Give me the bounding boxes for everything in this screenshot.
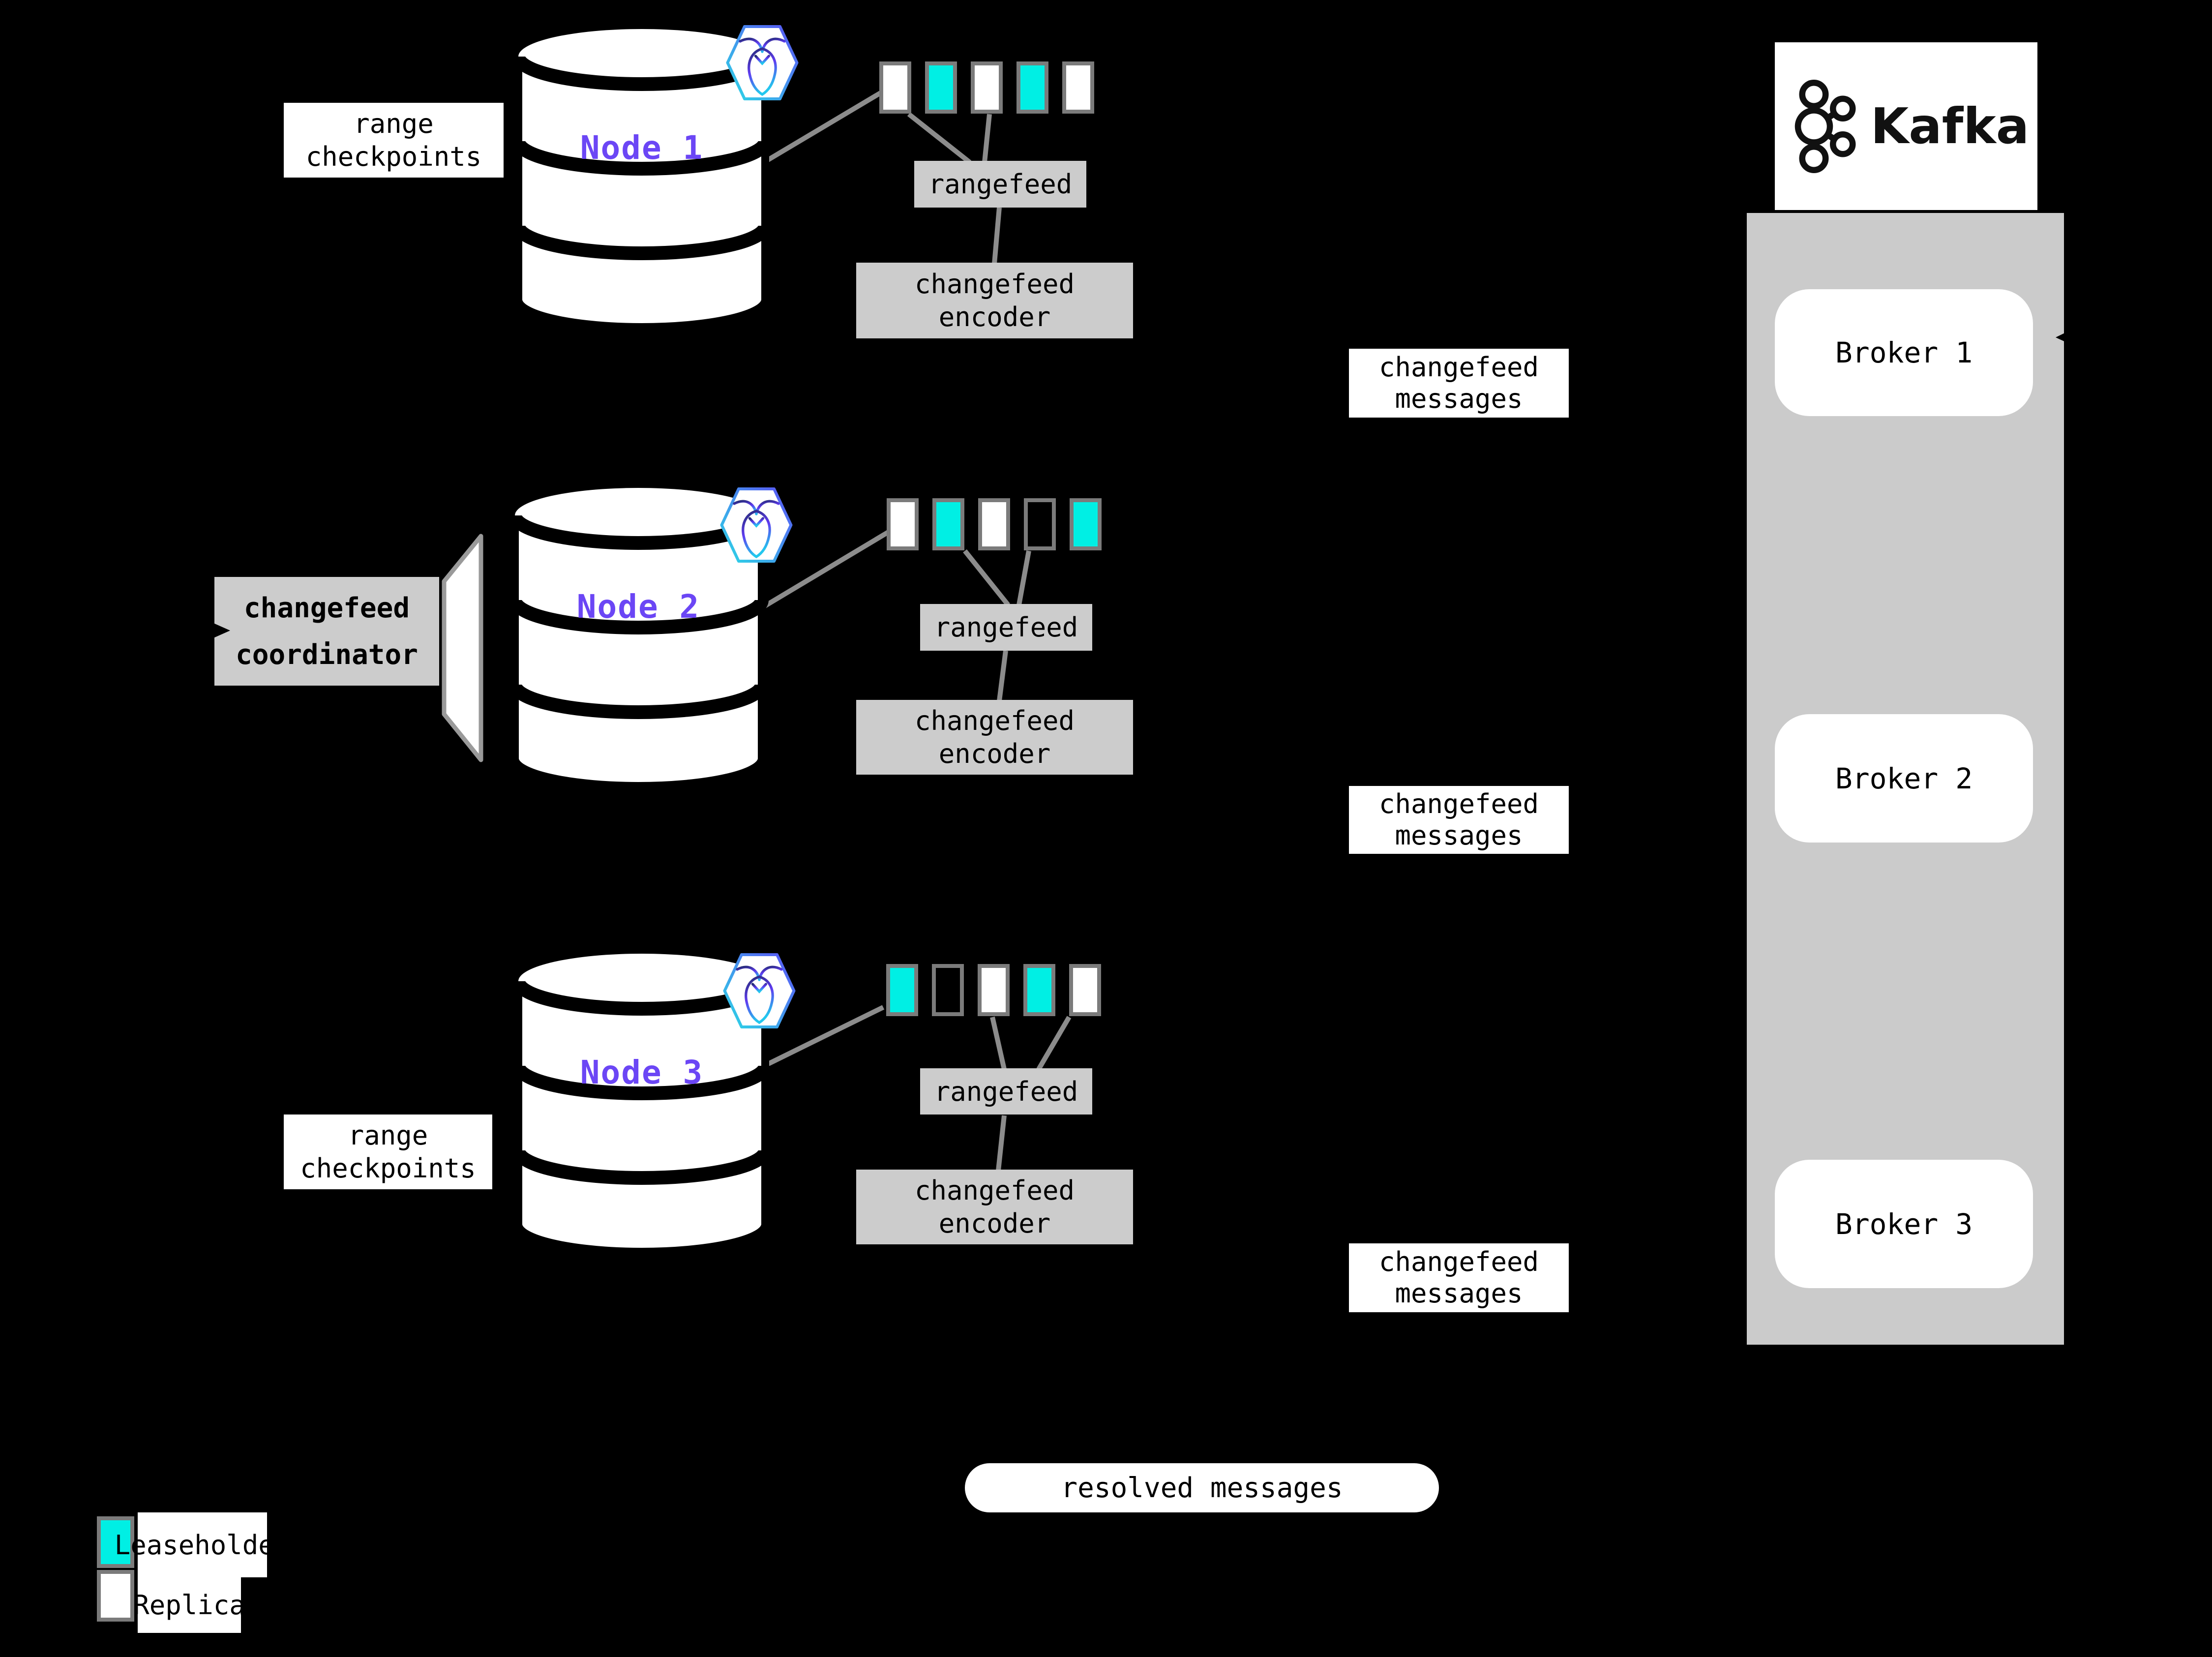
legend-replica-swatch — [97, 1570, 134, 1622]
changefeed-coordinator-box: changefeed coordinator — [214, 577, 439, 686]
legend-replica-label: Replica — [133, 1577, 245, 1633]
rangefeed-box-3: rangefeed — [920, 1068, 1092, 1115]
messages-line2: messages — [1395, 383, 1523, 414]
range-leaseholder — [1070, 498, 1102, 550]
node-3-label: Node 3 — [580, 1054, 704, 1091]
node-1-ranges — [879, 61, 1094, 114]
broker-2: Broker 2 — [1775, 714, 2033, 843]
resolved-messages-pill: resolved messages — [965, 1463, 1439, 1512]
kafka-brokers-container: Broker 1 Broker 2 Broker 3 — [1747, 213, 2064, 1345]
messages-line2: messages — [1395, 1278, 1523, 1309]
range-leaseholder — [886, 964, 918, 1016]
changefeed-encoder-box-2: changefeed encoder — [856, 700, 1133, 775]
messages-line1: changefeed — [1378, 1246, 1539, 1277]
range-leaseholder — [1016, 61, 1048, 114]
encoder-line1: changefeed — [914, 705, 1075, 736]
kafka-wordmark: Kafka — [1870, 97, 2030, 155]
rangefeed-box-2: rangefeed — [920, 604, 1092, 651]
changefeed-messages-box-3: changefeed messages — [1349, 1243, 1569, 1312]
cockroachdb-logo-icon — [726, 25, 799, 100]
broker-3-label: Broker 3 — [1835, 1207, 1973, 1241]
changefeed-encoder-box-3: changefeed encoder — [856, 1170, 1133, 1244]
range-leaseholder — [932, 498, 964, 550]
range-replica — [879, 61, 911, 114]
range-replica — [971, 61, 1003, 114]
node-2-label: Node 2 — [576, 588, 700, 626]
messages-line2: messages — [1395, 820, 1523, 851]
broker-1: Broker 1 — [1775, 289, 2033, 416]
broker-3: Broker 3 — [1775, 1160, 2033, 1288]
node-1-label: Node 1 — [580, 129, 704, 167]
coordinator-flag-panel — [442, 534, 483, 762]
changefeed-encoder-box-1: changefeed encoder — [856, 263, 1133, 338]
database-cylinder-icon — [508, 488, 769, 790]
range-checkpoints-line1: range — [348, 1120, 428, 1151]
range-replica — [887, 498, 919, 550]
kafka-logo: Kafka — [1775, 42, 2037, 210]
messages-line1: changefeed — [1378, 352, 1539, 383]
coordinator-line2: coordinator — [236, 638, 418, 671]
node-2-cylinder: Node 2 — [508, 487, 769, 792]
coordinator-line1: changefeed — [243, 592, 410, 624]
range-replica — [978, 964, 1010, 1016]
range-replica — [978, 498, 1010, 550]
range-checkpoints-line2: checkpoints — [305, 141, 482, 172]
range-empty — [932, 964, 964, 1016]
legend-replica-text: Replica — [133, 1590, 245, 1621]
range-checkpoints-label-top: range checkpoints — [284, 103, 504, 178]
cockroachdb-logo-icon — [723, 953, 796, 1028]
legend-leaseholder-label: Leaseholder — [115, 1512, 290, 1577]
kafka-icon — [1794, 79, 1856, 173]
resolved-messages-label: resolved messages — [1061, 1472, 1343, 1504]
node-2-ranges — [887, 498, 1102, 550]
rangefeed-label: rangefeed — [934, 1076, 1078, 1107]
range-checkpoints-line1: range — [354, 108, 434, 139]
changefeed-messages-box-1: changefeed messages — [1349, 349, 1569, 418]
broker-2-label: Broker 2 — [1835, 761, 1973, 795]
range-replica — [1069, 964, 1101, 1016]
encoder-line1: changefeed — [914, 269, 1075, 300]
range-replica — [1062, 61, 1094, 114]
encoder-line2: encoder — [938, 301, 1051, 332]
encoder-line2: encoder — [938, 1208, 1051, 1239]
node-1-cylinder: Node 1 — [511, 28, 772, 333]
legend-leaseholder-text: Leaseholder — [114, 1529, 291, 1561]
changefeed-messages-box-2: changefeed messages — [1349, 786, 1569, 854]
cockroachdb-logo-icon — [720, 487, 793, 563]
encoder-line1: changefeed — [914, 1175, 1075, 1206]
rangefeed-label: rangefeed — [928, 169, 1073, 200]
range-leaseholder — [925, 61, 957, 114]
node-3-ranges — [886, 964, 1101, 1016]
encoder-line2: encoder — [938, 738, 1051, 769]
rangefeed-label: rangefeed — [934, 612, 1078, 643]
range-checkpoints-label-bottom: range checkpoints — [284, 1115, 492, 1189]
legend-leaseholder-swatch — [97, 1516, 134, 1568]
range-leaseholder — [1023, 964, 1055, 1016]
broker-1-label: Broker 1 — [1835, 336, 1973, 369]
range-empty — [1024, 498, 1056, 550]
database-cylinder-icon — [511, 29, 772, 331]
range-checkpoints-line2: checkpoints — [300, 1153, 476, 1184]
rangefeed-box-1: rangefeed — [914, 161, 1086, 208]
messages-line1: changefeed — [1378, 788, 1539, 819]
